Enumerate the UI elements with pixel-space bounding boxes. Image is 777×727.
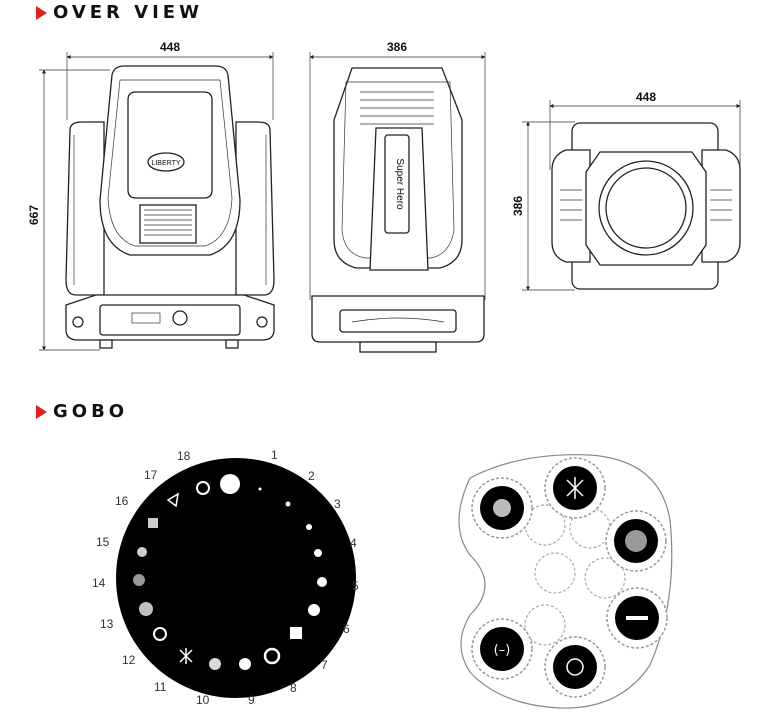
red-triangle-icon: [36, 404, 47, 419]
rotating-gobo-carrier-drawing: (–): [458, 454, 673, 709]
front-logo-badge: [147, 152, 185, 172]
gobo-number: 3: [334, 497, 341, 511]
gobo-number: 11: [154, 680, 167, 694]
gobo-number: 16: [115, 494, 129, 508]
carrier-gobo-2: [544, 457, 606, 519]
front-width-label: 448: [160, 40, 180, 54]
top-width-label: 448: [636, 90, 656, 104]
carrier-gobo-3: [605, 510, 667, 572]
front-display-panel: [127, 91, 213, 199]
gobo-wheel-drawing: 1 2 3 4 5 6 7 8 9 10 11 12 13 14 15 16 1…: [92, 448, 359, 707]
front-left-arm: [65, 121, 105, 296]
gobo-number: 14: [92, 576, 106, 590]
front-vent: [139, 204, 197, 244]
bracket-gobo-mark: (–): [494, 643, 511, 658]
height-label: 667: [27, 205, 41, 225]
gobo-number: 8: [290, 681, 297, 695]
gobo-number: 18: [177, 449, 191, 463]
gobo-number: 4: [350, 536, 357, 550]
bar-gobo-mark: [626, 616, 648, 620]
gobo-number: 13: [100, 617, 114, 631]
carrier-gobo-6: [544, 636, 606, 698]
gobo-grid-pattern: [290, 627, 302, 639]
gobo-open-slot: [220, 474, 240, 494]
gobo-number: 15: [96, 535, 110, 549]
gobo-title: GOBO: [53, 401, 129, 422]
gobo-number: 10: [196, 693, 210, 707]
side-width-label: 386: [387, 40, 407, 54]
gobo-number: 9: [248, 693, 255, 707]
carrier-gobo-5: (–): [471, 618, 533, 680]
gobo-number: 1: [271, 448, 278, 462]
carrier-gobo-4: [606, 587, 668, 649]
side-brand-plate: [384, 134, 410, 234]
side-view-drawing: 386 Super Hero: [309, 40, 486, 353]
gobo-number: 6: [343, 622, 350, 636]
gobo-number: 12: [122, 653, 136, 667]
gobo-number: 7: [321, 658, 328, 672]
front-view-drawing: 448 667 LIBERTY: [27, 40, 275, 351]
gobo-number: 2: [308, 469, 315, 483]
gobo-number: 5: [352, 579, 359, 593]
front-base-label-plate: [131, 312, 161, 324]
top-view-drawing: 448 386: [511, 90, 741, 291]
gobo-number: 17: [144, 468, 158, 482]
top-depth-label: 386: [511, 196, 525, 216]
top-left-arm: [551, 149, 591, 263]
side-brand-text: Super Hero: [394, 158, 405, 210]
gobo-heading: GOBO: [36, 401, 128, 422]
red-triangle-icon: [36, 5, 47, 20]
overview-title: OVER VIEW: [53, 2, 203, 23]
top-lens: [605, 167, 687, 249]
gobo-number-labels: 1 2 3 4 5 6 7 8 9 10 11 12 13 14 15 16 1…: [92, 448, 359, 707]
top-right-arm: [701, 149, 741, 263]
carrier-gobo-1: [471, 477, 533, 539]
front-logo-text: LIBERTY: [151, 160, 180, 167]
overview-heading: OVER VIEW: [36, 2, 203, 23]
front-right-arm: [235, 121, 275, 296]
front-base-knob: [172, 310, 188, 326]
